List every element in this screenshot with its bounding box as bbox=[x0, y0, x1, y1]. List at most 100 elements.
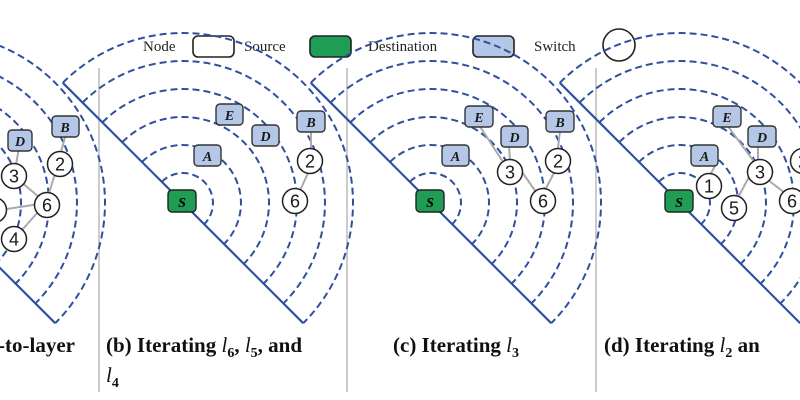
destination-node-label: D bbox=[14, 135, 25, 150]
layer-arc bbox=[62, 32, 354, 324]
destination-node: B bbox=[296, 110, 326, 133]
layer-arc bbox=[559, 32, 800, 324]
destination-node: A bbox=[193, 144, 222, 167]
switch-node-circle bbox=[544, 147, 572, 175]
source-node: S bbox=[167, 189, 197, 213]
panel-b: S E D B A 2 6 (b) Iterating l6, l5, and bbox=[106, 103, 326, 391]
layer-arc bbox=[598, 88, 795, 285]
switch-node-label: 3 bbox=[505, 163, 515, 183]
switch-node-circle bbox=[33, 191, 61, 219]
switch-node-circle bbox=[0, 198, 8, 222]
layer-arc bbox=[0, 45, 106, 324]
edge bbox=[508, 145, 511, 161]
caption-sub: 3 bbox=[512, 346, 519, 361]
caption-sub: 5 bbox=[251, 346, 258, 361]
switch-node-label: 6 bbox=[290, 192, 300, 212]
source-node-label: S bbox=[426, 196, 434, 211]
destination-node-box bbox=[215, 103, 244, 126]
destination-node: B bbox=[51, 115, 80, 138]
switch-node: 3 bbox=[496, 158, 524, 186]
source-node-box bbox=[167, 189, 197, 213]
source-node-box bbox=[664, 189, 694, 213]
switch-node: 4 bbox=[0, 225, 28, 253]
destination-node-label: E bbox=[721, 111, 731, 126]
switch-node: 6 bbox=[33, 191, 61, 219]
switch-node: 5 bbox=[720, 194, 748, 222]
layer-arc bbox=[121, 116, 270, 265]
panel-b-caption-line2: l4 bbox=[106, 363, 119, 391]
source-node-label: S bbox=[675, 196, 683, 211]
destination-node-label: D bbox=[756, 131, 767, 146]
caption-sub: 6 bbox=[227, 346, 234, 361]
destination-node: E bbox=[712, 105, 742, 128]
source-node-box bbox=[415, 189, 445, 213]
destination-node-box bbox=[464, 105, 494, 128]
switch-node: 3 bbox=[746, 158, 774, 186]
layer-boundary-line bbox=[0, 266, 56, 324]
layer-arc bbox=[0, 108, 50, 285]
layer-arc bbox=[0, 75, 78, 305]
destination-node-label: B bbox=[305, 116, 315, 131]
destination-node-box bbox=[296, 110, 326, 133]
destination-node: D bbox=[7, 129, 33, 152]
caption-var: l bbox=[221, 333, 227, 357]
layer-arc bbox=[141, 144, 242, 245]
destination-node-box bbox=[7, 129, 33, 152]
caption-var: l bbox=[506, 333, 512, 357]
destination-node-label: A bbox=[202, 150, 212, 165]
panel-a-layer-arcs bbox=[0, 45, 106, 324]
panel-c-layer-arcs bbox=[310, 32, 602, 324]
switch-node-label: 2 bbox=[553, 152, 563, 172]
switch-node-label: 2 bbox=[55, 155, 65, 175]
destination-node-box bbox=[193, 144, 222, 167]
switch-node-label: 2 bbox=[798, 152, 800, 172]
legend-destination-swatch bbox=[472, 35, 515, 58]
switch-node-circle bbox=[529, 187, 557, 215]
caption-sub: 2 bbox=[725, 346, 732, 361]
switch-node-label: 3 bbox=[9, 167, 19, 187]
switch-node: 2 bbox=[789, 148, 800, 174]
destination-node-label: E bbox=[224, 109, 234, 124]
destination-node: D bbox=[747, 125, 777, 148]
layer-arc bbox=[389, 144, 490, 245]
layer-arc bbox=[310, 32, 602, 324]
edge bbox=[478, 124, 506, 166]
switch-node-circle bbox=[496, 158, 524, 186]
switch-node-label: 2 bbox=[305, 152, 315, 172]
switch-node: 6 bbox=[778, 187, 800, 215]
layer-arc bbox=[349, 88, 546, 285]
destination-node-label: A bbox=[699, 150, 709, 165]
legend-node-swatch bbox=[192, 35, 235, 58]
panel-d: S E D A 3 1 5 6 bbox=[604, 105, 800, 361]
legend-destination-label: Destination bbox=[368, 39, 438, 55]
caption-var: l bbox=[719, 333, 725, 357]
switch-node-circle bbox=[695, 172, 723, 200]
switch-node-circle bbox=[46, 150, 74, 178]
caption-prefix: (d) Iterating bbox=[604, 333, 719, 357]
switch-node: 2 bbox=[544, 147, 572, 175]
layer-arc bbox=[618, 116, 767, 265]
destination-node-box bbox=[441, 144, 470, 167]
legend-source-swatch bbox=[309, 35, 352, 58]
legend-source-label: Source bbox=[244, 39, 286, 55]
layer-arc bbox=[578, 60, 800, 305]
switch-node: 1 bbox=[695, 172, 723, 200]
destination-node: B bbox=[545, 110, 575, 133]
switch-node-circle bbox=[281, 187, 309, 215]
destination-node-label: A bbox=[450, 150, 460, 165]
source-node: S bbox=[415, 189, 445, 213]
panel-a: D B 3 2 6 4 5 -to-layer bbox=[0, 115, 80, 357]
layer-arc bbox=[101, 88, 298, 285]
caption-prefix: (b) Iterating bbox=[106, 333, 221, 357]
switch-node-circle bbox=[746, 158, 774, 186]
destination-node-box bbox=[51, 115, 80, 138]
panel-b-caption: (b) Iterating l6, l5, and bbox=[106, 333, 302, 361]
destination-node-label: D bbox=[259, 130, 270, 145]
caption-suffix: an bbox=[732, 333, 760, 357]
destination-node-box bbox=[712, 105, 742, 128]
layer-arc bbox=[161, 172, 214, 225]
destination-node-label: B bbox=[554, 116, 564, 131]
panel-b-layer-arcs bbox=[62, 32, 354, 324]
destination-node-box bbox=[747, 125, 777, 148]
caption-suffix: , and bbox=[258, 333, 303, 357]
